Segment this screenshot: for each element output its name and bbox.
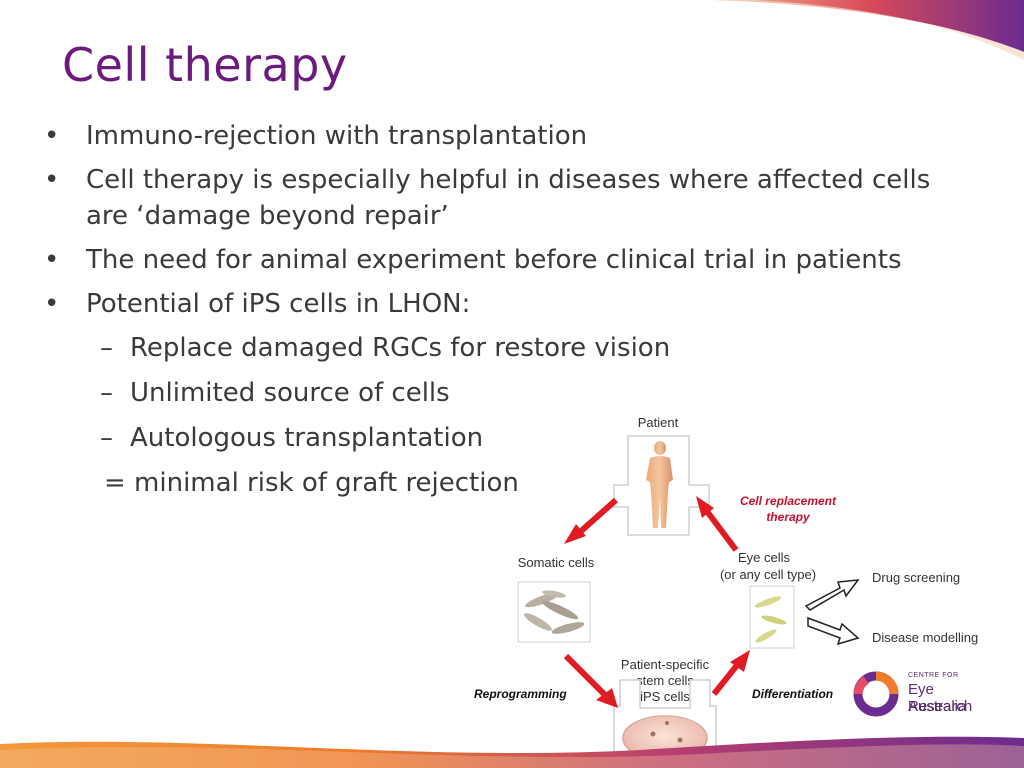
bullet-marker: • — [44, 121, 60, 151]
sub-bullet-item: – Replace damaged RGCs for restore visio… — [44, 330, 964, 366]
stem-cells-label-2: stem cells — [636, 673, 694, 688]
cell-replacement-label-2: therapy — [766, 510, 811, 524]
bullet-marker: • — [44, 245, 60, 275]
patient-label: Patient — [638, 415, 679, 430]
bullet-text: Cell therapy is especially helpful in di… — [86, 165, 931, 231]
differentiation-arrow-icon — [711, 650, 750, 696]
arrow-to-somatic-icon — [564, 497, 618, 544]
somatic-cells-image — [517, 581, 591, 643]
slide-title: Cell therapy — [62, 38, 348, 92]
reprogramming-label: Reprogramming — [474, 687, 567, 701]
eye-cells-image — [749, 585, 795, 649]
bullet-marker: • — [44, 289, 60, 319]
somatic-cells-label: Somatic cells — [518, 555, 595, 570]
bullet-item: • Immuno-rejection with transplantation — [44, 118, 964, 154]
graft-rejection-note: = minimal risk of graft rejection — [104, 468, 519, 498]
logo-text-line1: Eye Research — [908, 681, 973, 715]
sub-bullet-text: Replace damaged RGCs for restore vision — [130, 333, 671, 363]
stem-cells-label: Patient-specific — [621, 657, 710, 672]
disease-modelling-arrow-icon — [807, 616, 860, 646]
disease-modelling-label: Disease modelling — [872, 630, 978, 645]
bullet-item: • Potential of iPS cells in LHON: — [44, 286, 964, 322]
eye-research-australia-logo: CENTRE FOR Eye Research Australia — [852, 668, 1002, 718]
sub-bullet-text: Unlimited source of cells — [130, 378, 450, 408]
bullet-marker: • — [44, 165, 60, 195]
sub-bullet-item: – Autologous transplantation — [44, 420, 964, 456]
sub-bullet-marker: – — [100, 378, 113, 408]
sub-bullet-text: Autologous transplantation — [130, 423, 484, 453]
bullet-text: Immuno-rejection with transplantation — [86, 121, 588, 151]
logo-text-line2: Australia — [908, 698, 967, 715]
stem-cells-label-3: (iPS cells) — [636, 689, 695, 704]
bullet-item: • Cell therapy is especially helpful in … — [44, 162, 964, 234]
differentiation-label: Differentiation — [752, 687, 833, 701]
bullet-list: • Immuno-rejection with transplantation … — [44, 118, 964, 501]
arrow-to-patient-icon — [696, 496, 739, 552]
sub-bullet-item: – Unlimited source of cells — [44, 375, 964, 411]
eye-cells-sublabel: (or any cell type) — [720, 567, 816, 582]
logo-small-text: CENTRE FOR — [908, 672, 959, 679]
logo-ring-icon — [853, 671, 899, 717]
cell-replacement-label: Cell replacement — [740, 494, 837, 508]
sub-bullet-marker: – — [100, 423, 113, 453]
bullet-text: The need for animal experiment before cl… — [86, 245, 902, 275]
ips-cycle-diagram: Patient Cell replacement therapy Somatic… — [474, 415, 978, 762]
drug-screening-label: Drug screening — [872, 570, 960, 585]
sub-bullet-marker: – — [100, 333, 113, 363]
reprogramming-arrow-icon — [563, 653, 618, 708]
bullet-text: Potential of iPS cells in LHON: — [86, 289, 471, 319]
human-figure-icon — [646, 441, 673, 528]
drug-screening-arrow-icon — [804, 579, 860, 611]
corner-swoosh-decoration — [714, 0, 1024, 60]
eye-cells-label: Eye cells — [738, 550, 791, 565]
bottom-wave-decoration — [0, 736, 1024, 768]
bullet-item: • The need for animal experiment before … — [44, 242, 964, 278]
